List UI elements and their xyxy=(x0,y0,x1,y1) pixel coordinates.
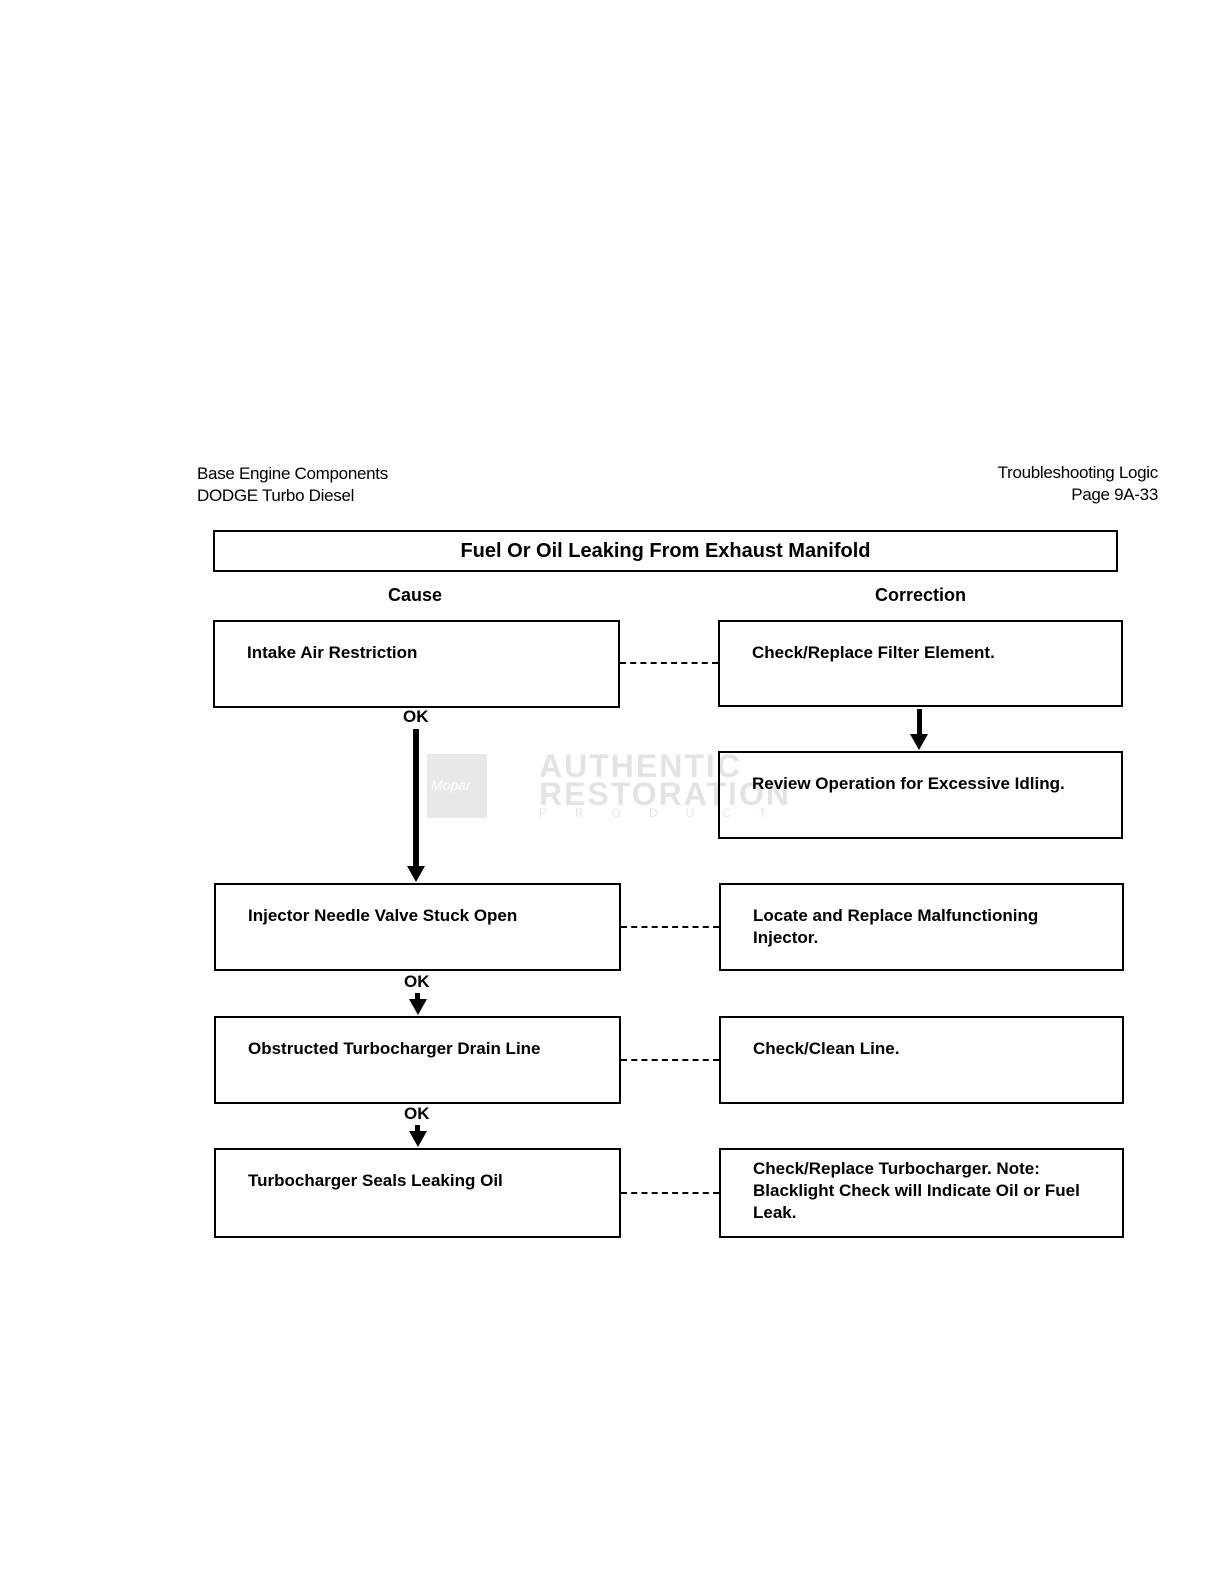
correction-box-clean-line: Check/Clean Line. xyxy=(719,1016,1124,1104)
cause-box-injector-needle-valve: Injector Needle Valve Stuck Open xyxy=(214,883,621,971)
correction-heading: Correction xyxy=(875,585,967,605)
arrow-shaft-correction xyxy=(917,709,922,735)
connector-dashed-2 xyxy=(621,926,719,928)
cause-box-intake-air-restriction: Intake Air Restriction xyxy=(213,620,620,708)
cause-heading: Cause xyxy=(388,585,443,605)
correction-box-replace-turbocharger: Check/Replace Turbocharger. Note: Blackl… xyxy=(719,1148,1124,1238)
arrow-down-icon xyxy=(409,999,427,1015)
cause-box-turbo-drain-line: Obstructed Turbocharger Drain Line xyxy=(214,1016,621,1104)
header-left: Base Engine Components DODGE Turbo Diese… xyxy=(197,463,388,507)
header-chapter-title: Troubleshooting Logic xyxy=(997,463,1159,482)
correction-box-filter-element: Check/Replace Filter Element. xyxy=(718,620,1123,707)
watermark: Mopar AUTHENTIC RESTORATION PRODUCT xyxy=(427,748,789,822)
correction-box-excessive-idling: Review Operation for Excessive Idling. xyxy=(718,751,1123,839)
arrow-down-icon xyxy=(409,1131,427,1147)
arrow-shaft-2 xyxy=(415,993,420,1001)
arrow-down-icon xyxy=(910,734,928,750)
header-right: Troubleshooting Logic Page 9A-33 xyxy=(997,462,1159,506)
ok-label-3: OK xyxy=(404,1104,430,1123)
connector-dashed-3 xyxy=(621,1059,719,1061)
watermark-line2: RESTORATION xyxy=(539,776,791,812)
watermark-line1: AUTHENTIC xyxy=(539,748,742,784)
arrow-shaft-3 xyxy=(415,1125,420,1133)
mopar-logo: Mopar xyxy=(427,754,487,818)
ok-label-1: OK xyxy=(403,707,429,726)
header-vehicle: DODGE Turbo Diesel xyxy=(197,486,355,505)
header-section-title: Base Engine Components xyxy=(197,464,388,483)
arrow-down-icon xyxy=(407,866,425,882)
connector-dashed-4 xyxy=(621,1192,719,1194)
cause-box-turbo-seals: Turbocharger Seals Leaking Oil xyxy=(214,1148,621,1238)
correction-box-replace-injector: Locate and Replace Malfunctioning Inject… xyxy=(719,883,1124,971)
arrow-shaft-1 xyxy=(413,729,419,869)
flowchart-title: Fuel Or Oil Leaking From Exhaust Manifol… xyxy=(213,530,1118,572)
watermark-line3: PRODUCT xyxy=(539,806,795,820)
header-page-number: Page 9A-33 xyxy=(1071,485,1158,504)
ok-label-2: OK xyxy=(404,972,430,991)
connector-dashed-1 xyxy=(620,662,718,664)
